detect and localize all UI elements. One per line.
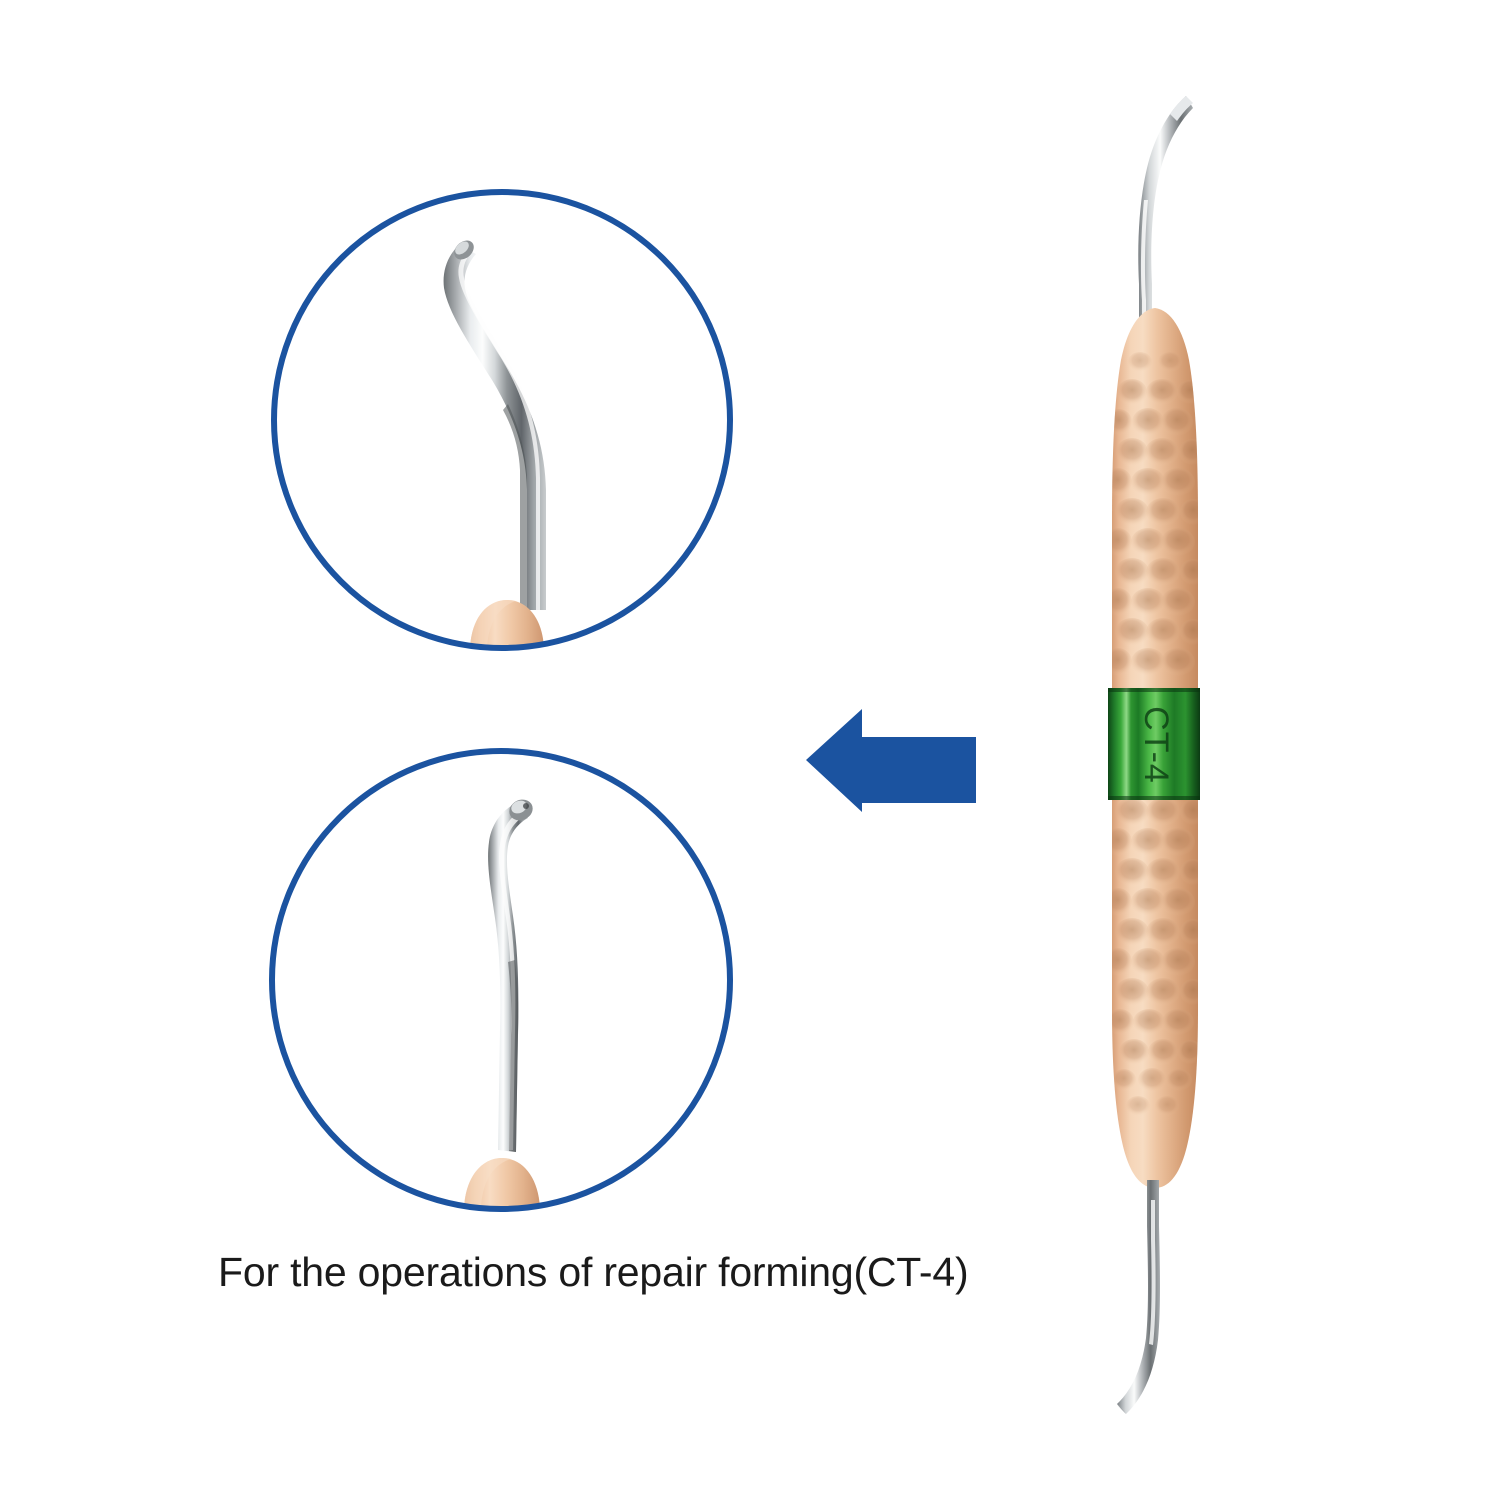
bottom-detail-circle-outline bbox=[269, 748, 733, 1212]
grip-texture-lower bbox=[1112, 800, 1198, 1116]
top-detail-circle-group bbox=[271, 189, 733, 651]
pointer-arrow-left bbox=[806, 709, 976, 812]
top-detail-circle-outline bbox=[271, 189, 733, 651]
instrument-full-view: CT-4 bbox=[1108, 96, 1200, 1414]
id-band-ct4: CT-4 bbox=[1108, 688, 1200, 800]
band-code-text: CT-4 bbox=[1137, 706, 1175, 784]
bottom-detail-circle-group bbox=[269, 748, 733, 1212]
caption-text: For the operations of repair forming(CT-… bbox=[218, 1249, 969, 1295]
lower-working-tip bbox=[1117, 1180, 1160, 1414]
upper-working-tip bbox=[1138, 96, 1193, 318]
grip-texture-upper bbox=[1112, 352, 1198, 676]
